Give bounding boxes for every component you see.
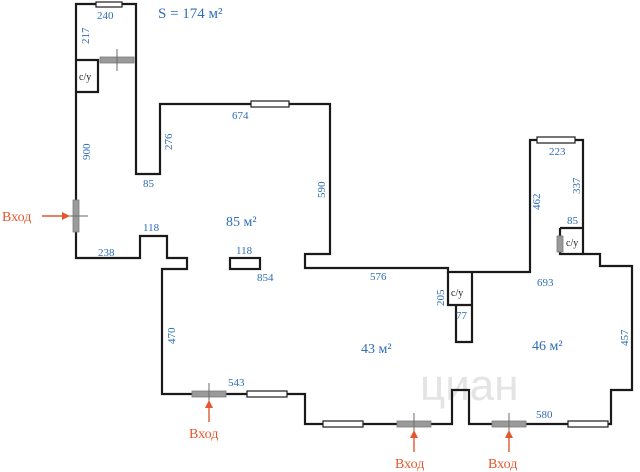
wc-label-middle: с/у [451,288,463,299]
dimension-label: 276 [163,133,175,150]
dimension-label: 118 [143,222,160,234]
dimension-label: 576 [370,271,387,283]
dimension-label: 217 [80,27,92,44]
room-area-right: 46 м² [532,339,563,354]
wc-label-right: с/у [566,238,578,249]
entry-arrowhead [410,430,418,438]
entry-arrowhead [205,400,213,408]
entry-label-bottom-middle: Вход [395,457,424,472]
window-top-middle [250,100,290,108]
dimension-label: 223 [549,146,566,158]
entry-arrowhead [62,212,70,220]
entry-label-bottom-right: Вход [488,457,517,472]
dimension-label: 470 [166,327,178,344]
column [228,256,262,271]
wc-middle-wall [446,272,474,344]
dimension-label: 462 [531,194,543,211]
window-bottom-middle [322,420,364,428]
entry-label-left: Вход [2,210,31,225]
dimension-label: 693 [537,277,554,289]
dimension-label: 85 [143,178,155,190]
dimension-label: 457 [619,329,631,346]
dimension-label: 590 [316,181,328,198]
dimension-label: 674 [232,110,249,122]
wc-label-left: с/у [79,72,91,83]
total-area: S = 174 м² [158,6,223,22]
entry-arrowhead [505,430,513,438]
wc-left-wall [76,58,100,94]
window-top-left [95,1,123,8]
dimension-label: 205 [435,289,447,306]
dimension-label: 543 [228,377,245,389]
window-bottom-left [246,390,288,398]
dimension-label: 118 [236,245,253,257]
dimension-label: 238 [98,247,115,259]
dimension-label: 580 [536,409,553,421]
dimension-label: 900 [81,143,93,160]
dimension-label: 77 [456,310,468,322]
outer-wall [74,2,634,426]
room-area-main: 85 м² [226,215,257,230]
dimension-label: 85 [567,215,579,227]
dimension-label: 854 [257,272,274,284]
window-top-right [536,136,576,144]
dimension-label: 337 [571,177,583,194]
door-wc-right [556,235,564,253]
dimension-label: 240 [97,10,114,22]
entry-label-bottom-left: Вход [189,427,218,442]
window-bottom-right [567,420,609,428]
room-area-middle: 43 м² [361,342,392,357]
